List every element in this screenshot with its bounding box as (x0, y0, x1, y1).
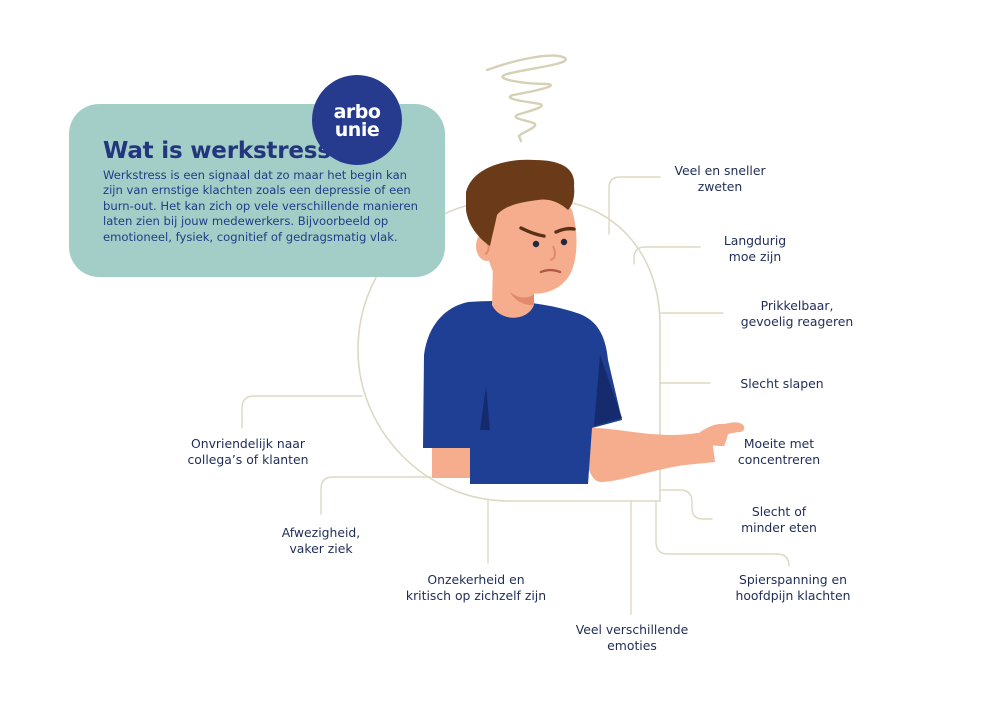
signal-line: Slecht slapen (740, 376, 824, 391)
shirt (423, 301, 622, 484)
signal-line: kritisch op zichzelf zijn (405, 588, 547, 603)
signal-line: Afwezigheid, (281, 525, 361, 540)
signal-concentration: Moeite met concentreren (720, 436, 838, 468)
signal-absence: Afwezigheid, vaker ziek (266, 525, 376, 557)
eyebrow-right (554, 226, 576, 234)
shirt-fold (480, 386, 490, 430)
mouth (539, 268, 562, 274)
signal-line: Prikkelbaar, (760, 298, 834, 313)
signal-line: hoofdpijn klachten (735, 588, 851, 603)
signal-line: Moeite met (743, 436, 815, 451)
signal-line: zweten (697, 179, 743, 194)
signal-line: collega’s of klanten (187, 452, 309, 467)
signal-line: minder eten (741, 520, 817, 535)
signal-emotions: Veel verschillende emoties (562, 622, 702, 654)
signal-line: moe zijn (728, 249, 782, 264)
signal-tired: Langdurig moe zijn (695, 233, 815, 265)
signal-sleep: Slecht slapen (720, 376, 844, 392)
connector-sweating (608, 176, 661, 235)
signal-insecurity: Onzekerheid en kritisch op zichzelf zijn (396, 572, 556, 604)
nose (549, 245, 556, 261)
signal-line: Veel verschillende (575, 622, 689, 637)
connector-eating (659, 489, 713, 520)
eye-right (560, 238, 568, 246)
logo-text: arbo (333, 101, 381, 123)
arm (586, 428, 715, 482)
signal-irritable: Prikkelbaar, gevoelig reageren (727, 298, 867, 330)
signal-line: Onvriendelijk naar (190, 436, 305, 451)
hair (466, 159, 575, 246)
signal-line: Langdurig (723, 233, 787, 248)
eye-left (532, 240, 540, 248)
connector-absence (320, 476, 432, 515)
connector-unfriendly (241, 395, 363, 429)
signal-line: Onzekerheid en (427, 572, 525, 587)
signal-sweating: Veel en sneller zweten (655, 163, 785, 195)
intro-body: Werkstress is een signaal dat zo maar he… (103, 168, 433, 245)
signal-line: Slecht of (751, 504, 807, 519)
face (487, 194, 577, 294)
signal-eating: Slecht of minder eten (720, 504, 838, 536)
connector-tired (633, 246, 701, 265)
arbo-unie-logo: arbo unie (312, 75, 402, 165)
person-illustration (423, 159, 745, 484)
signal-line: concentreren (737, 452, 821, 467)
neck-shadow (510, 292, 534, 306)
signal-line: vaker ziek (289, 541, 353, 556)
logo-text: unie (334, 119, 380, 141)
intro-line: zijn van ernstige klachten zoals een dep… (103, 183, 411, 198)
signal-tension: Spierspanning en hoofdpijn klachten (722, 572, 864, 604)
signal-line: gevoelig reageren (740, 314, 854, 329)
signal-line: Veel en sneller (674, 163, 766, 178)
signal-unfriendly: Onvriendelijk naar collega’s of klanten (178, 436, 318, 468)
eyebrow-left (519, 226, 546, 238)
signal-line: Spierspanning en (738, 572, 848, 587)
sleeve-shadow (594, 355, 622, 426)
connector-tension (655, 500, 790, 567)
signal-line: emoties (607, 638, 657, 653)
hand (700, 422, 745, 446)
intro-title: Wat is werkstress? (103, 138, 344, 164)
left-arm (432, 440, 470, 478)
intro-line: emotioneel, fysiek, cognitief of gedrags… (103, 229, 398, 244)
intro-line: Werkstress is een signaal dat zo maar he… (103, 168, 408, 182)
intro-line: burn-out. Het kan zich op vele verschill… (103, 198, 418, 213)
stress-squiggle (485, 54, 567, 143)
intro-line: laten zien bij jouw medewerkers. Bijvoor… (103, 214, 389, 229)
